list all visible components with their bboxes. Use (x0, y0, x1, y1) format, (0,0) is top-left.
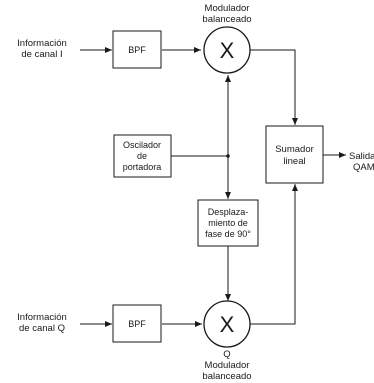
phase-shift-line-2: miento de (208, 218, 248, 228)
mixer-bottom-to-summer-line (250, 184, 298, 325)
top-mixer-circle (203, 26, 251, 74)
bottom-balanced-modulator: X Q Modulador balanceado (202, 300, 252, 382)
bottom-multiply-icon: X (220, 312, 235, 337)
output-line-1: Salida (349, 151, 374, 162)
carrier-oscillator-block: Oscilador de portadora (113, 134, 172, 178)
bpf-bottom-label: BPF (128, 319, 146, 329)
phase-shift-line-1: Desplaza- (208, 207, 249, 217)
phase-shift-block: Desplaza- miento de fase de 90° (197, 199, 259, 247)
bottom-modulator-label-line-3: balanceado (202, 371, 251, 382)
i-channel-line-1: Información (17, 38, 67, 49)
summer-line-1: Sumador (275, 144, 314, 155)
bpf-bottom-block: BPF (112, 304, 162, 343)
oscillator-line-1: Oscilador (123, 140, 161, 150)
top-modulator-label-line-2: balanceado (202, 14, 251, 25)
bottom-modulator-label-line-1: Q (223, 349, 230, 360)
top-modulator-label-line-1: Modulador (205, 3, 250, 14)
bottom-mixer-circle (203, 300, 251, 348)
q-channel-input-label: Información de canal Q (17, 312, 67, 334)
bottom-modulator-label-line-2: Modulador (205, 360, 250, 371)
output-line-2: QAM (353, 162, 374, 173)
summer-line-2: lineal (283, 156, 305, 167)
top-multiply-icon: X (220, 38, 235, 63)
i-channel-input-label: Información de canal I (17, 38, 67, 60)
bpf-top-label: BPF (128, 45, 146, 55)
oscillator-line-2: de (137, 151, 147, 161)
q-channel-line-1: Información (17, 312, 67, 323)
oscillator-line-3: portadora (123, 162, 162, 172)
mixer-top-to-summer-line (249, 49, 298, 125)
i-channel-line-2: de canal I (21, 49, 62, 60)
top-balanced-modulator: Modulador balanceado X (202, 3, 252, 74)
qam-output-label: Salida QAM (349, 151, 374, 173)
phase-shift-line-3: fase de 90° (205, 229, 251, 239)
bpf-top-block: BPF (112, 30, 162, 69)
q-channel-line-2: de canal Q (19, 323, 65, 334)
linear-summer-block: Sumador lineal (265, 125, 324, 184)
